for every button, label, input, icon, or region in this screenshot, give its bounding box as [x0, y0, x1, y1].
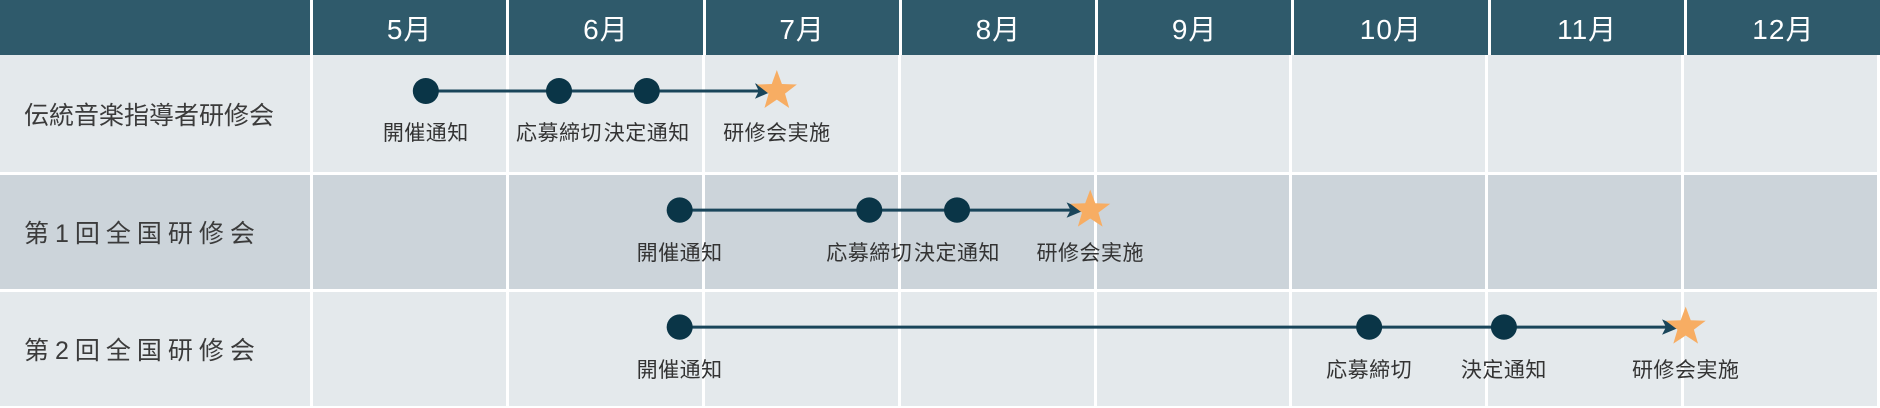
milestone-label: 決定通知	[1460, 359, 1547, 382]
milestone-label: 開催通知	[636, 242, 723, 265]
grid-cell	[1097, 292, 1293, 406]
milestone-label: 決定通知	[603, 122, 690, 145]
grid-cell	[1292, 55, 1489, 172]
header-month-3: 8月	[901, 0, 1098, 55]
milestone-label: 開催通知	[636, 359, 723, 382]
grid-cell	[313, 292, 509, 406]
milestone-label: 決定通知	[914, 242, 1001, 265]
milestone-label: 開催通知	[382, 122, 469, 145]
grid-cell	[1684, 175, 1880, 289]
grid-cell	[1684, 55, 1880, 172]
row-grid: 開催通知 応募締切決定通知 研修会実施	[313, 175, 1880, 289]
timeline-body: 伝統音楽指導者研修会開催通知応募締切決定通知研修会実施第1回全国研修会開催通知応…	[0, 55, 1880, 408]
grid-cell	[313, 175, 509, 289]
header-month-7: 12月	[1686, 0, 1880, 55]
milestone-label: 研修会実施	[1631, 359, 1740, 382]
grid-cell	[1684, 292, 1880, 406]
row-grid: 開催通知 応募締切 決定通知 研修会実施	[313, 292, 1880, 406]
grid-cell	[1097, 55, 1293, 172]
milestone-label: 応募締切	[826, 242, 913, 265]
header-month-4: 9月	[1098, 0, 1295, 55]
grid-cell	[509, 55, 705, 172]
grid-cell	[901, 292, 1097, 406]
grid-cell	[1292, 292, 1489, 406]
header-corner-cell	[0, 0, 313, 55]
header-month-1: 6月	[509, 0, 706, 55]
grid-cell	[705, 175, 901, 289]
grid-cell	[705, 292, 901, 406]
row-label: 第1回全国研修会	[0, 175, 313, 289]
header-month-2: 7月	[705, 0, 902, 55]
milestone-label: 応募締切	[516, 122, 603, 145]
grid-cell	[509, 175, 705, 289]
timeline-header: 5月 6月 7月 8月 9月 10月 11月 12月	[0, 0, 1880, 55]
row-label: 伝統音楽指導者研修会	[0, 55, 313, 172]
row-grid: 開催通知 応募締切決定通知 研修会実施	[313, 55, 1880, 172]
grid-cell	[901, 55, 1097, 172]
grid-cell	[313, 55, 509, 172]
grid-cell	[509, 292, 705, 406]
grid-cell	[1292, 175, 1489, 289]
milestone-label: 応募締切	[1326, 359, 1413, 382]
grid-cell	[705, 55, 901, 172]
grid-cell	[1488, 55, 1685, 172]
row-label: 第2回全国研修会	[0, 292, 313, 406]
grid-cell	[1097, 175, 1293, 289]
milestone-label: 研修会実施	[723, 122, 831, 145]
timeline-row: 第2回全国研修会開催通知 応募締切 決定通知 研修会実施	[0, 289, 1880, 406]
header-month-5: 10月	[1294, 0, 1491, 55]
header-month-6: 11月	[1490, 0, 1687, 55]
header-month-0: 5月	[313, 0, 510, 55]
grid-cell	[1488, 292, 1685, 406]
grid-cell	[901, 175, 1097, 289]
milestone-label: 研修会実施	[1036, 242, 1144, 265]
timeline-row: 伝統音楽指導者研修会開催通知 応募締切決定通知 研修会実施	[0, 55, 1880, 172]
grid-cell	[1488, 175, 1685, 289]
timeline-row: 第1回全国研修会開催通知 応募締切決定通知 研修会実施	[0, 172, 1880, 289]
